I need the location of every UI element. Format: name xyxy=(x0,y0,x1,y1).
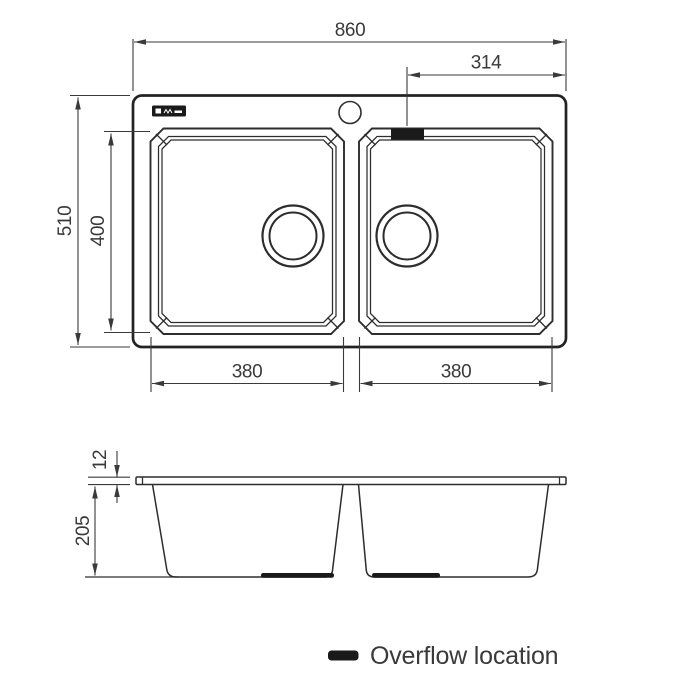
left-drain-icon xyxy=(261,204,325,268)
dim-overall-width-label: 860 xyxy=(335,20,366,41)
dim-bowl-inner-depth: 400 xyxy=(88,130,150,334)
right-bowl xyxy=(358,127,554,335)
rim-profile xyxy=(135,476,567,486)
dim-overflow-offset: 314 xyxy=(406,53,565,126)
right-drain-icon xyxy=(375,204,439,268)
dim-rim-thickness: 12 xyxy=(88,450,130,503)
top-view: 860 314 510 400 380 xyxy=(55,20,568,392)
dim-rim-thickness-label: 12 xyxy=(90,450,111,470)
left-bowl xyxy=(149,127,345,335)
left-bowl-profile xyxy=(151,484,344,578)
dim-left-bowl-width-label: 380 xyxy=(232,362,263,383)
dim-overall-width: 860 xyxy=(132,20,567,91)
dim-bowl-inner-depth-label: 400 xyxy=(88,216,109,247)
dim-overall-depth: 510 xyxy=(55,94,130,348)
side-view: 12 205 xyxy=(73,450,567,578)
overflow-swatch-icon xyxy=(328,650,359,661)
dim-left-bowl-width: 380 xyxy=(150,337,345,392)
legend: Overflow location xyxy=(328,642,559,670)
legend-overflow-label: Overflow location xyxy=(370,642,558,670)
sink-outline xyxy=(131,94,568,349)
right-bowl-profile xyxy=(357,484,550,578)
right-drain-mark-icon xyxy=(372,573,440,578)
dim-right-bowl-width: 380 xyxy=(358,337,553,392)
left-drain-mark-icon xyxy=(261,573,334,578)
brand-logo-icon xyxy=(152,105,186,117)
faucet-hole-icon xyxy=(338,100,362,125)
dim-overflow-offset-label: 314 xyxy=(471,53,502,74)
dim-right-bowl-width-label: 380 xyxy=(441,362,472,383)
dim-overall-depth-label: 510 xyxy=(55,206,76,237)
dim-bowl-height: 205 xyxy=(73,486,98,576)
dim-bowl-height-label: 205 xyxy=(73,516,94,547)
overflow-marker-icon xyxy=(391,128,424,140)
